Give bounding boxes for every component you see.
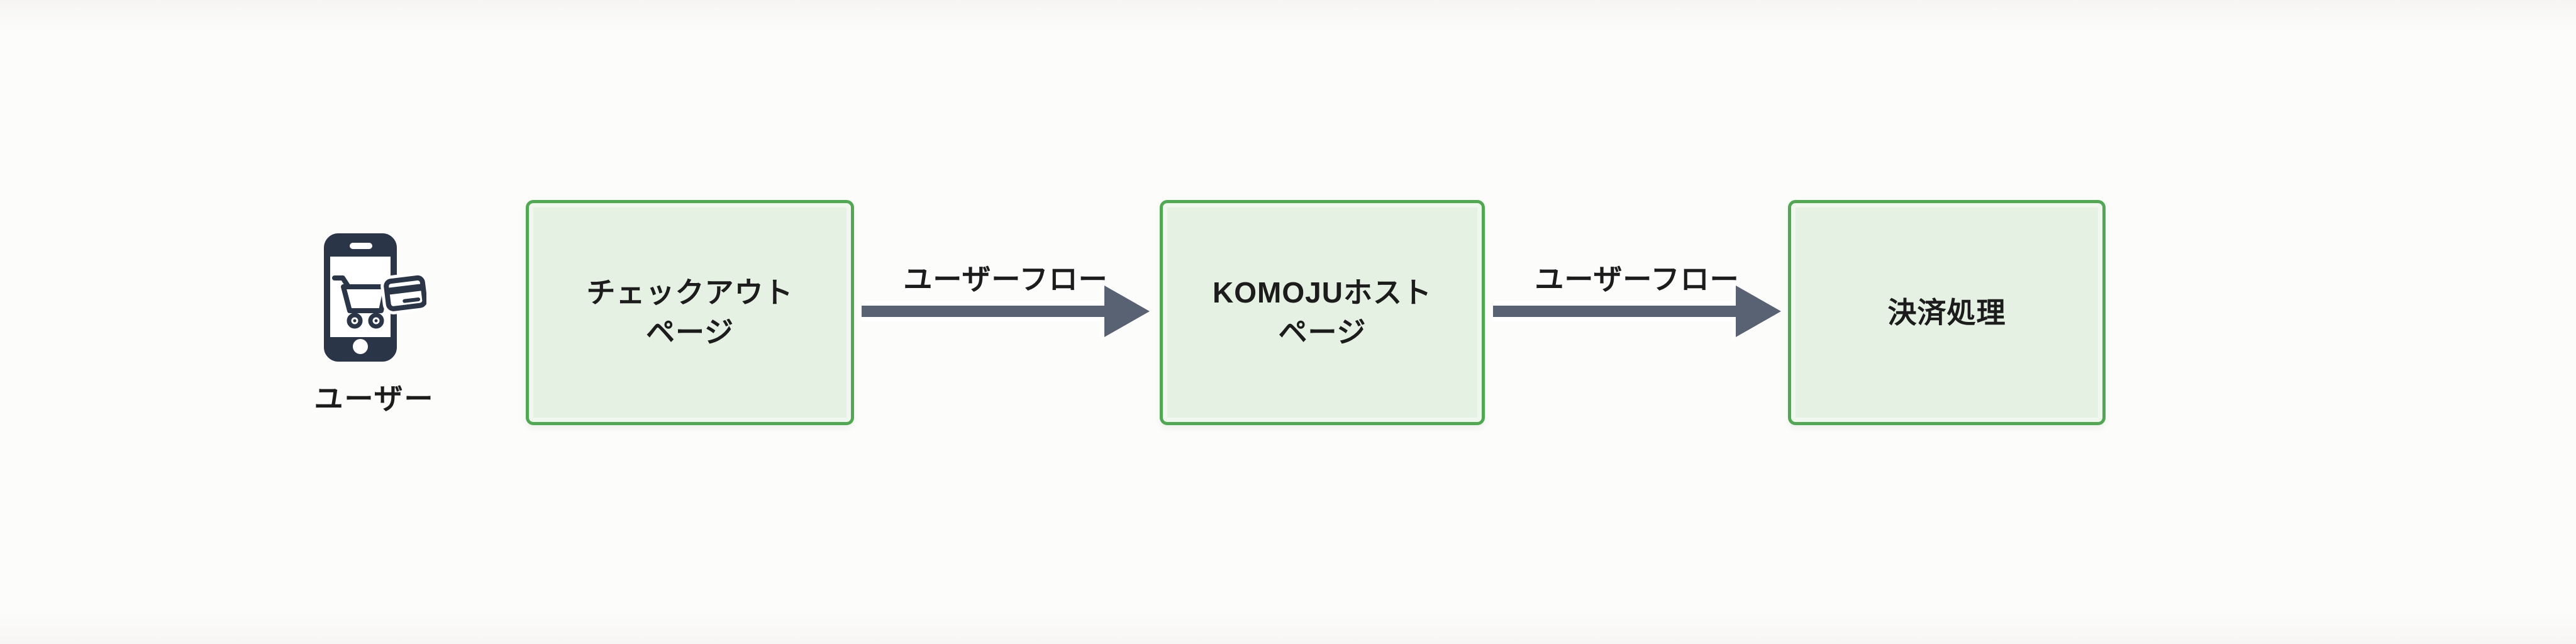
mobile-shopping-cart-icon: [324, 233, 426, 362]
node-checkout-page: チェックアウト ページ: [526, 200, 854, 425]
node-label-line: KOMOJUホスト: [1213, 276, 1432, 309]
arrow-right-icon: [1493, 282, 1782, 340]
arrow-right-icon: [862, 282, 1151, 340]
node-label-line: ページ: [645, 316, 735, 348]
node-label-line: チェックアウト: [586, 276, 794, 309]
node-label-line: ページ: [1278, 316, 1367, 348]
edge-label-user-flow-2: ユーザーフロー: [1535, 263, 1740, 296]
edge-label-user-flow-1: ユーザーフロー: [903, 263, 1108, 296]
node-komoju-hosted-page: KOMOJUホスト ページ: [1160, 200, 1485, 425]
node-label-line: 決済処理: [1887, 296, 2006, 329]
actor-label: ユーザー: [314, 382, 435, 415]
node-payment-processing: 決済処理: [1788, 200, 2106, 425]
